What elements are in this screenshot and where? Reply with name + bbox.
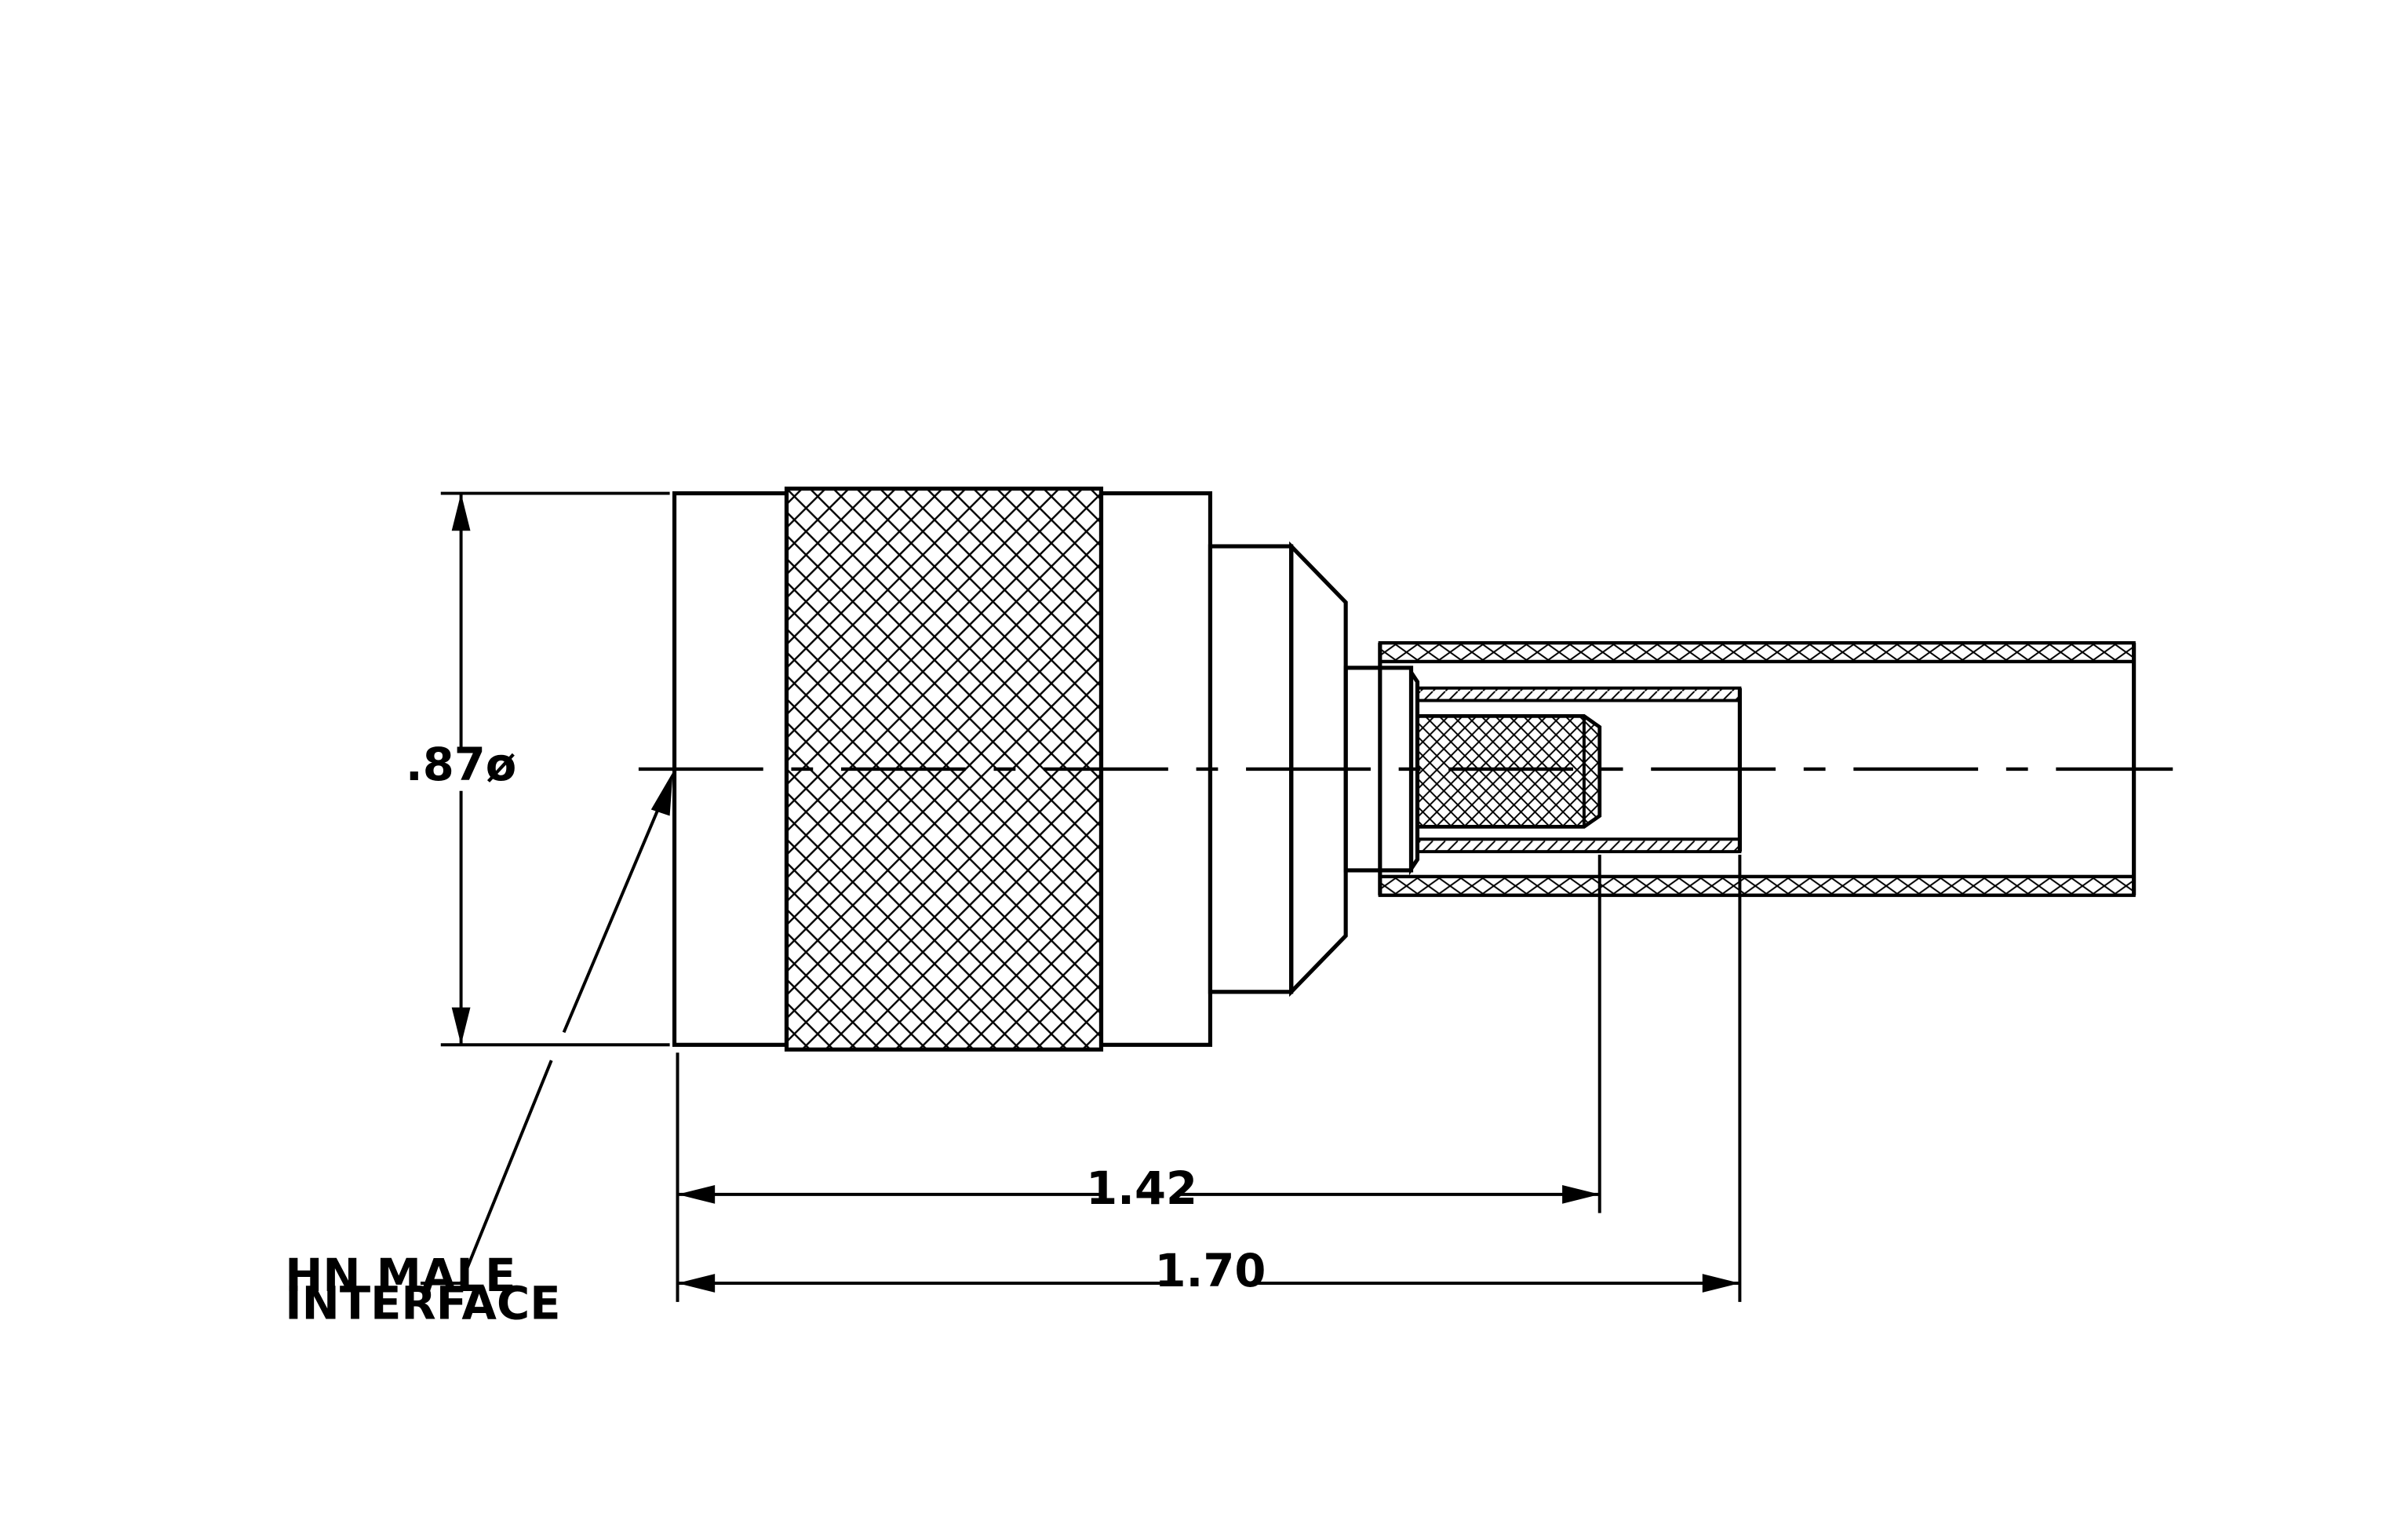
cable-outer-jacket [1378, 640, 2137, 897]
inner-sleeve [1415, 686, 1742, 854]
callout-line-1: HN MALE [285, 1249, 515, 1302]
diameter-dimension: .87ø [406, 491, 670, 1047]
overall-length-label: 1.70 [1154, 1245, 1266, 1297]
callout-line-2: INTERFACE [285, 1278, 560, 1330]
extension-lines [676, 855, 1742, 1302]
overall-length-dimension: 1.70 [677, 1245, 1740, 1297]
interface-leader: HN MALE INTERFACE [285, 771, 673, 1330]
pin-length-dimension: 1.42 [677, 1162, 1600, 1215]
diameter-label: .87ø [406, 739, 516, 791]
center-pin [1415, 714, 1602, 829]
pin-length-label: 1.42 [1086, 1162, 1197, 1215]
